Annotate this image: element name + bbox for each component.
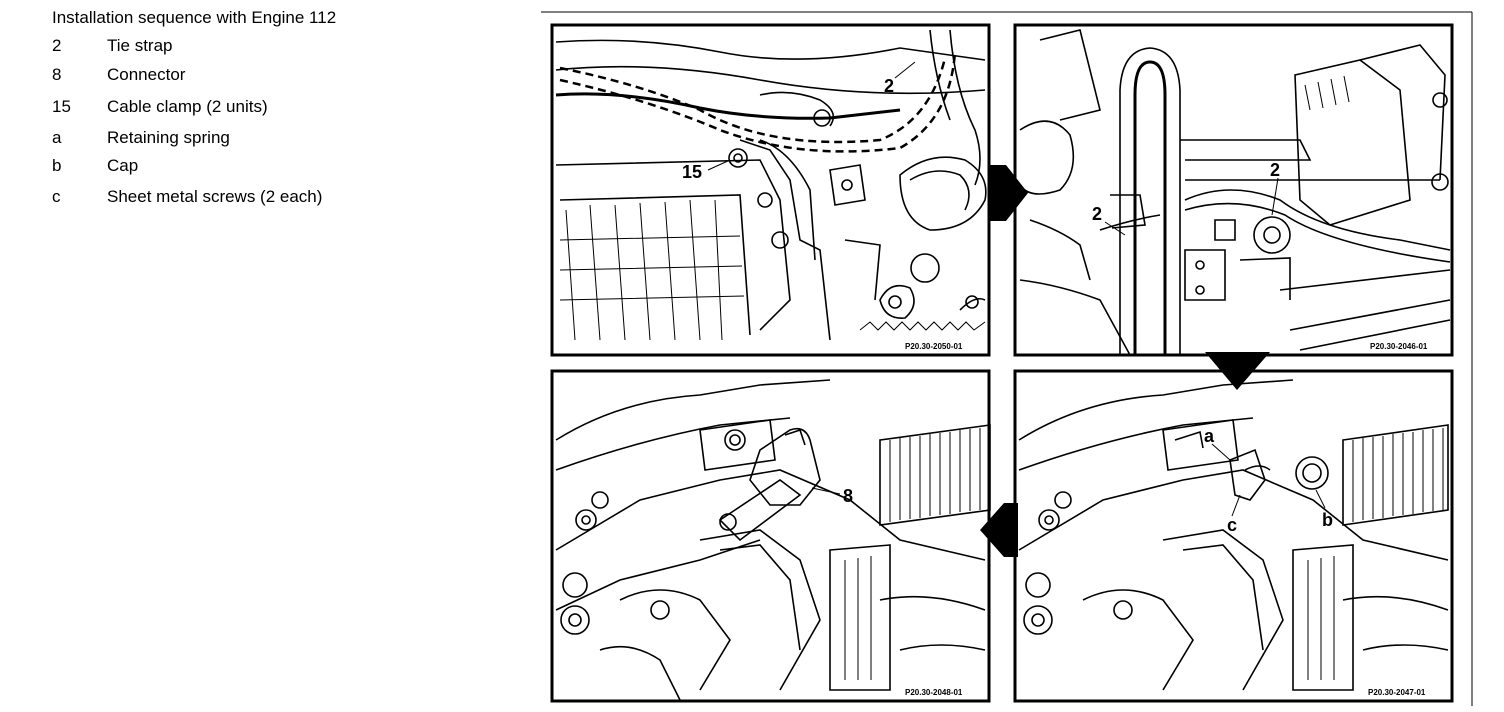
leader-line — [707, 159, 731, 171]
callout-label: a — [1204, 426, 1215, 446]
panel-frame — [550, 23, 991, 357]
legend-key: 8 — [52, 65, 62, 84]
callout-label: 2 — [1092, 204, 1102, 224]
drawing-engine-bay-front — [555, 29, 987, 341]
legend-item: b Cap — [52, 156, 336, 176]
legend: Installation sequence with Engine 112 2 … — [52, 6, 336, 207]
legend-key: a — [52, 128, 62, 147]
callout-label: 2 — [884, 76, 894, 96]
leader-line — [1104, 221, 1126, 236]
arrow-down-icon — [1205, 352, 1270, 390]
drawing-connector-side — [555, 379, 991, 701]
callout-label: 8 — [843, 486, 853, 506]
legend-title: Installation sequence with Engine 112 — [52, 8, 337, 27]
legend-label: Cable clamp (2 units) — [107, 97, 268, 116]
figure-code: P20.30-2046-01 — [1370, 342, 1428, 351]
legend-item: 15 Cable clamp (2 units) — [52, 97, 336, 117]
figure-code: P20.30-2048-01 — [905, 688, 963, 697]
callout-label: 2 — [1270, 160, 1280, 180]
drawing-connector-disassembled — [1018, 379, 1449, 691]
drawing-relay-housing — [1019, 29, 1451, 356]
legend-item: 8 Connector — [52, 65, 336, 85]
legend-label: Connector — [107, 65, 186, 84]
legend-key: 2 — [52, 36, 62, 55]
legend-key: c — [52, 187, 61, 206]
legend-item: c Sheet metal screws (2 each) — [52, 187, 336, 207]
leader-line — [1271, 177, 1279, 216]
callout-label: 15 — [682, 162, 702, 182]
callout-label: b — [1322, 510, 1333, 530]
arrow-right-icon — [990, 165, 1028, 221]
figure-code: P20.30-2050-01 — [905, 342, 963, 351]
callout-label: c — [1227, 515, 1237, 535]
leader-line — [1231, 494, 1241, 517]
panel-bottom-left: 8 P20.30-2048-01 — [550, 369, 991, 703]
legend-label: Cap — [107, 156, 139, 175]
leader-line — [1211, 443, 1231, 461]
leader-line — [894, 61, 916, 79]
figure-code: P20.30-2047-01 — [1368, 688, 1426, 697]
legend-label: Sheet metal screws (2 each) — [107, 187, 323, 206]
legend-key: 15 — [52, 97, 71, 116]
panel-top-right: 2 2 P20.30-2046-01 — [1013, 23, 1454, 357]
leader-line — [1315, 489, 1326, 509]
legend-key: b — [52, 156, 62, 175]
legend-item: 2 Tie strap — [52, 36, 336, 56]
panel-top-left: 2 15 P20.30-2050-01 — [550, 23, 991, 357]
panel-bottom-right: a c b P20.30-2047-01 — [1013, 369, 1454, 703]
legend-item: a Retaining spring — [52, 128, 336, 148]
legend-label: Retaining spring — [107, 128, 230, 147]
leader-line — [811, 487, 841, 495]
arrow-left-icon — [980, 503, 1018, 557]
legend-label: Tie strap — [107, 36, 173, 55]
